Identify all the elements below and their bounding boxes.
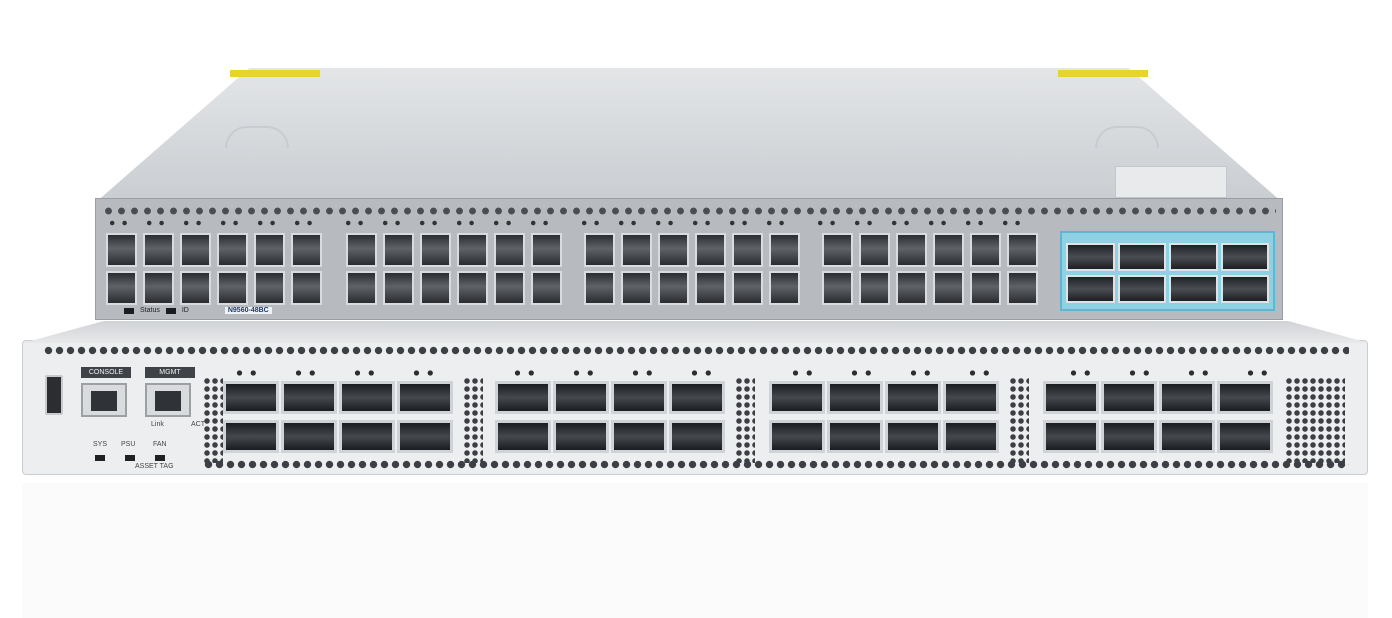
qsfp-group-1: [223, 381, 453, 457]
console-port[interactable]: [81, 383, 127, 417]
bottom-vent-row: [203, 459, 1349, 471]
top-vent-row: [43, 345, 1349, 357]
psu-led: [125, 455, 135, 461]
qsfp-group-2: [495, 381, 725, 457]
status-area: Status ID N9560-48BC: [124, 307, 272, 314]
vent-grid: [463, 377, 483, 463]
link-label: Link: [151, 421, 164, 428]
vent-grid: [735, 377, 755, 463]
vent-grid: [1009, 377, 1029, 463]
psu-label: PSU: [121, 441, 136, 448]
qsfp-led-row: [223, 369, 1289, 377]
lid-emboss-right: [1095, 126, 1159, 148]
sys-led: [95, 455, 105, 461]
warning-sticker-right: [1058, 70, 1148, 77]
bottom-switch: CONSOLE MGMT Link ACT SYS PSU FAN ASSET …: [22, 321, 1369, 475]
fan-label: FAN: [153, 441, 167, 448]
sfp-group-4: [822, 233, 1038, 309]
id-label: ID: [181, 307, 189, 314]
model-label: N9560-48BC: [224, 307, 272, 314]
sfp-group-3: [584, 233, 800, 309]
mgmt-port[interactable]: [145, 383, 191, 417]
id-led: [165, 307, 176, 314]
warning-sticker-left: [230, 70, 320, 77]
status-label: Status: [140, 307, 160, 314]
top-switch: Status ID N9560-48BC: [95, 68, 1283, 320]
sfp-group-2: [346, 233, 562, 309]
qsfp-group-4: [1043, 381, 1273, 457]
sys-label: SYS: [93, 441, 108, 448]
uplink-port-zone: [1060, 231, 1275, 311]
mgmt-label: MGMT: [145, 367, 195, 378]
product-label: [1115, 166, 1227, 198]
vent-grid: [1285, 377, 1345, 463]
lid-emboss-left: [225, 126, 289, 148]
asset-tag-label: ASSET TAG: [135, 463, 174, 470]
console-label: CONSOLE: [81, 367, 131, 378]
top-vent-row: [102, 205, 1276, 217]
fan-led: [155, 455, 165, 461]
top-switch-lid: [95, 68, 1283, 203]
usb-port[interactable]: [45, 375, 63, 415]
sfp-led-row: [106, 219, 1030, 227]
top-switch-front-panel: Status ID N9560-48BC: [95, 198, 1283, 320]
sfp-group-1: [106, 233, 322, 309]
act-label: ACT: [191, 421, 205, 428]
status-led: [124, 307, 134, 314]
bottom-switch-top-edge: [23, 321, 1369, 343]
floor-reflection: [22, 478, 1368, 618]
qsfp-group-3: [769, 381, 999, 457]
vent-grid: [203, 377, 223, 463]
